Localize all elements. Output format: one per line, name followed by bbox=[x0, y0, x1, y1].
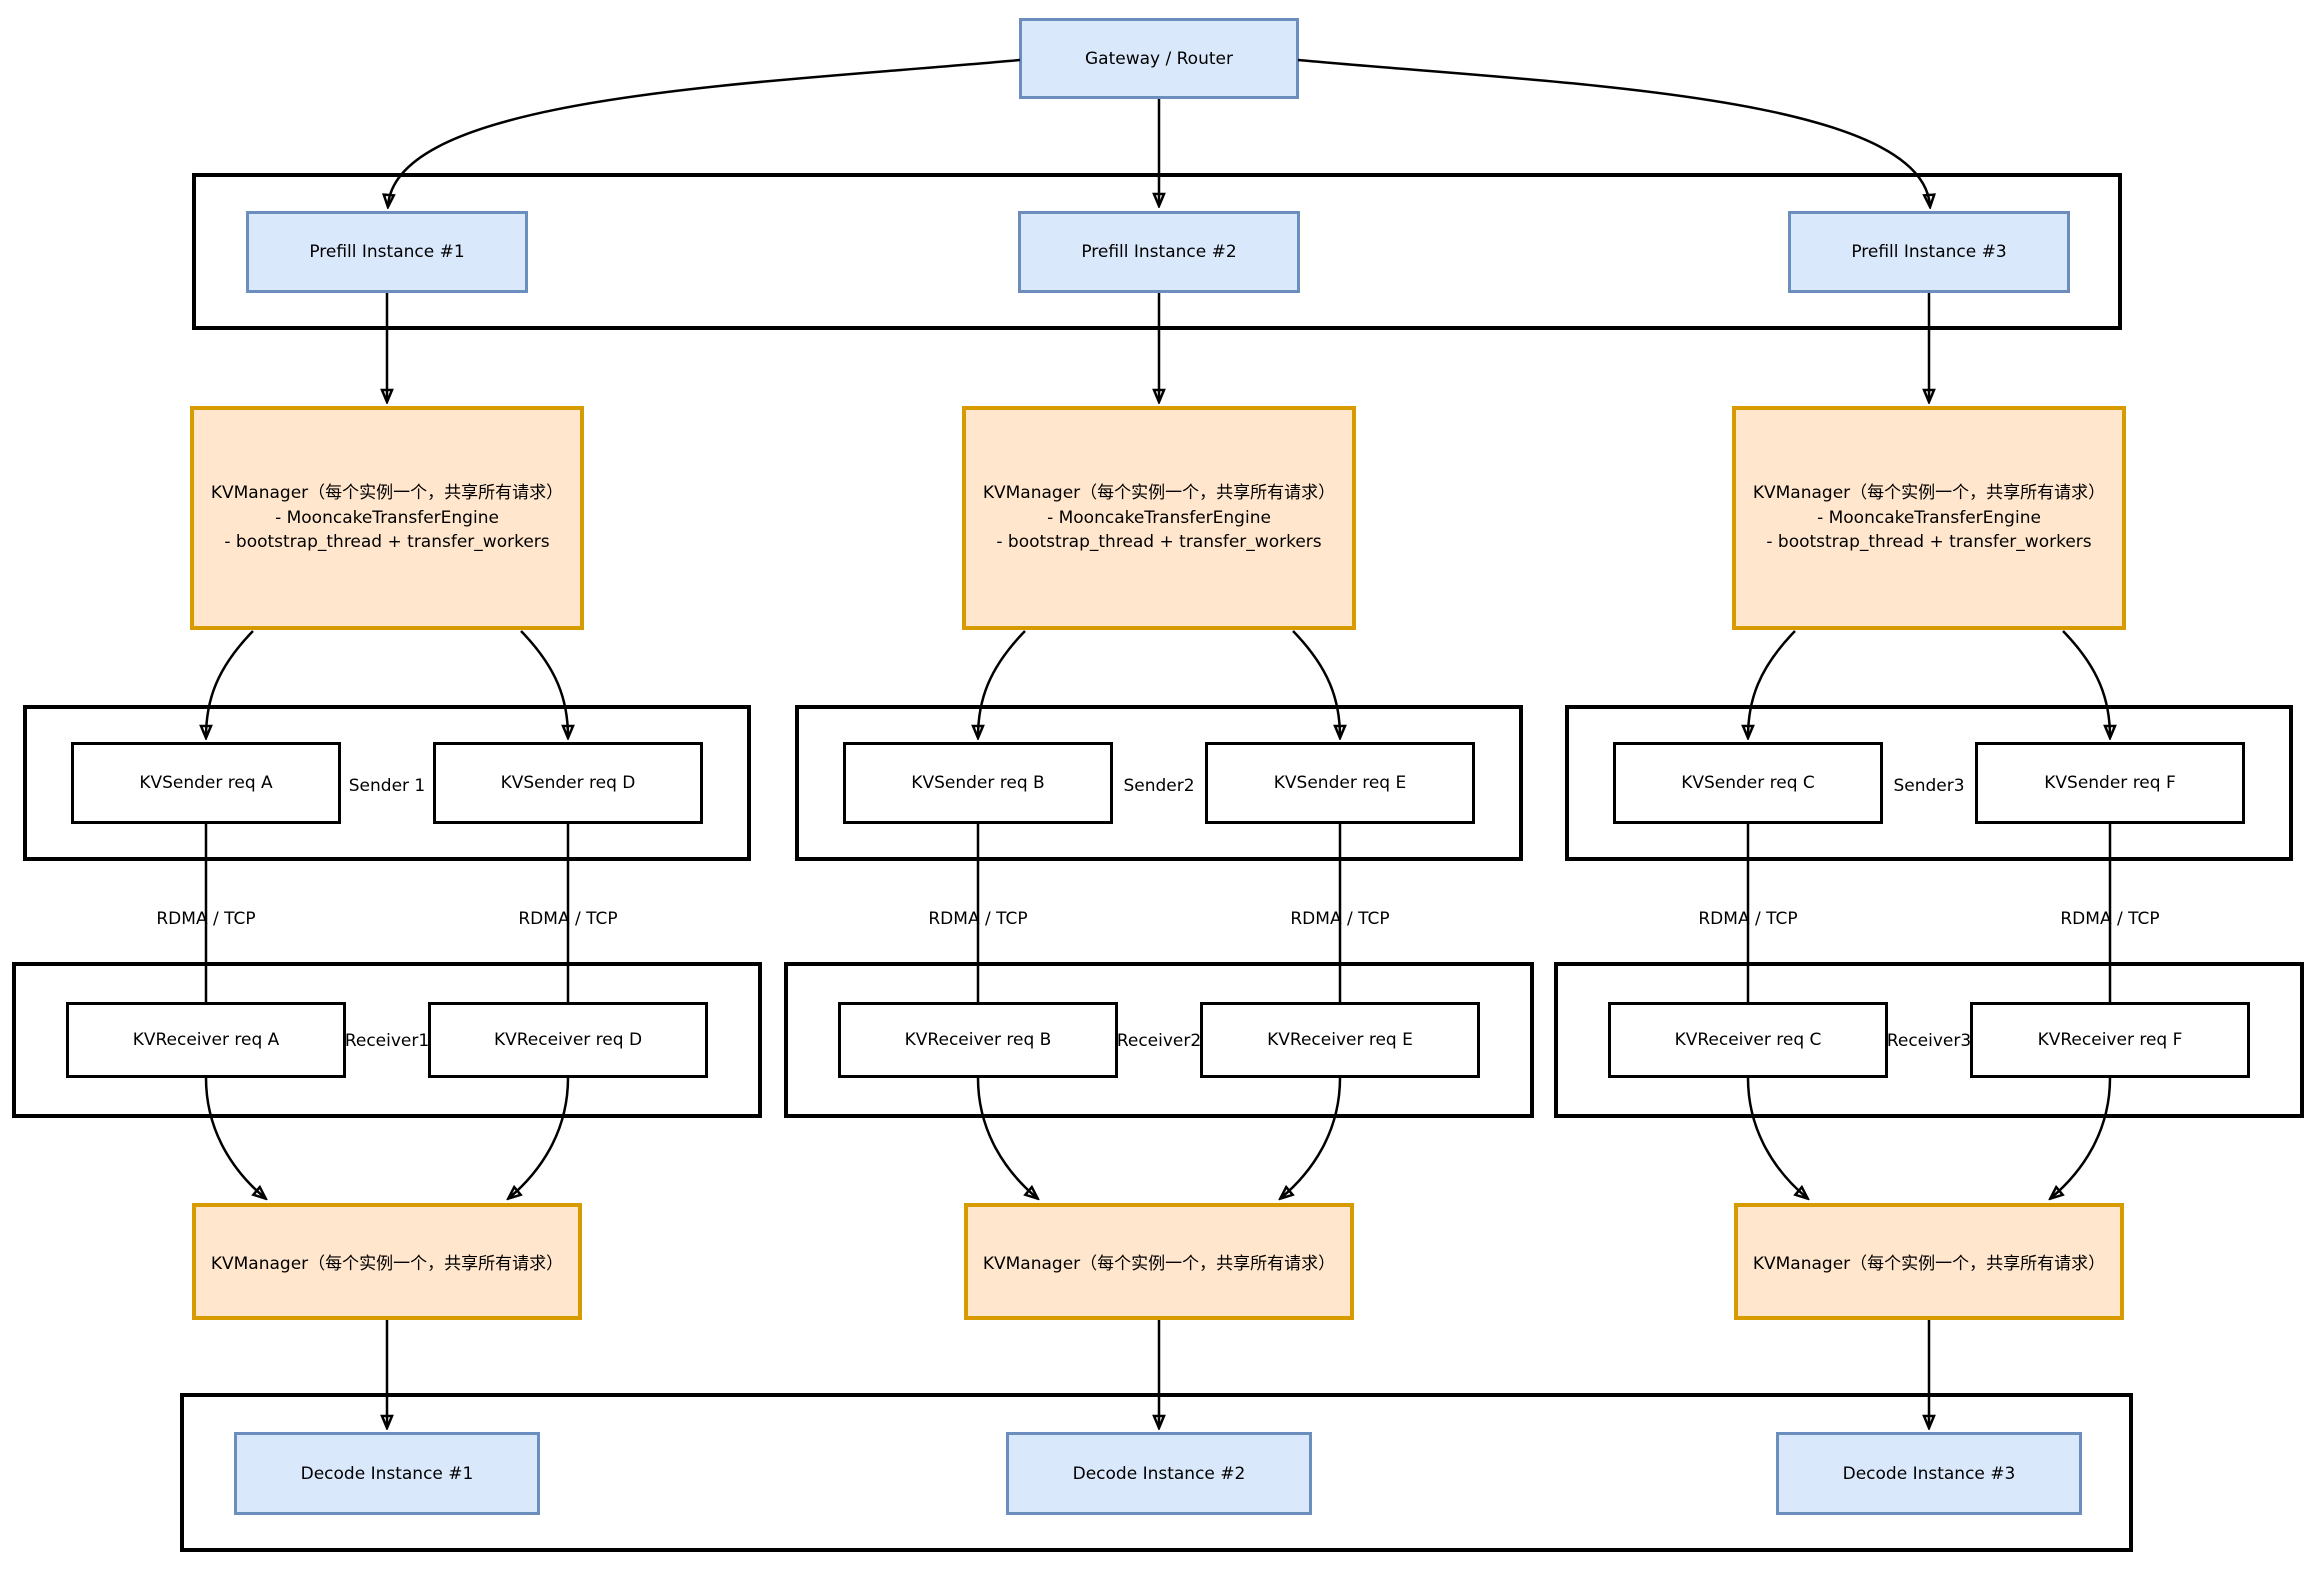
sender-group-label: Sender2 bbox=[1123, 776, 1195, 796]
kvreceiver-node: KVReceiver req A bbox=[66, 1002, 346, 1078]
gateway-router-label: Gateway / Router bbox=[1085, 48, 1233, 69]
sender-group-label: Sender3 bbox=[1893, 776, 1965, 796]
sender-group-label: Sender 1 bbox=[348, 776, 426, 796]
sender-group-frame bbox=[23, 705, 751, 861]
prefill-instance-label: Prefill Instance #2 bbox=[1081, 242, 1237, 262]
kvmanager-prefill-node: KVManager（每个实例一个，共享所有请求） - MooncakeTrans… bbox=[962, 406, 1356, 630]
kvsender-node: KVSender req E bbox=[1205, 742, 1475, 824]
kvsender-label: KVSender req C bbox=[1681, 773, 1815, 793]
kvreceiver-node: KVReceiver req C bbox=[1608, 1002, 1888, 1078]
kvsender-node: KVSender req C bbox=[1613, 742, 1883, 824]
kvmanager-line1: KVManager（每个实例一个，共享所有请求） bbox=[982, 483, 1336, 504]
kvmanager-prefill-node: KVManager（每个实例一个，共享所有请求） - MooncakeTrans… bbox=[190, 406, 584, 630]
receiver-group-frame bbox=[1554, 962, 2304, 1118]
kvmanager-line3: - bootstrap_thread + transfer_workers bbox=[1766, 532, 2092, 553]
gateway-router-node: Gateway / Router bbox=[1019, 18, 1299, 99]
kvsender-node: KVSender req D bbox=[433, 742, 703, 824]
kvsender-label: KVSender req A bbox=[139, 773, 273, 793]
kvmanager-line3: - bootstrap_thread + transfer_workers bbox=[224, 532, 550, 553]
kvmanager-decode-node: KVManager（每个实例一个，共享所有请求） bbox=[192, 1203, 582, 1320]
kvreceiver-node: KVReceiver req B bbox=[838, 1002, 1118, 1078]
sender-group-frame bbox=[1565, 705, 2293, 861]
kvmanager-decode-label: KVManager（每个实例一个，共享所有请求） bbox=[982, 1254, 1336, 1274]
prefill-instance-label: Prefill Instance #1 bbox=[309, 242, 465, 262]
kvmanager-line1: KVManager（每个实例一个，共享所有请求） bbox=[1752, 483, 2106, 504]
prefill-instances-group-frame bbox=[192, 173, 2122, 330]
kvsender-node: KVSender req A bbox=[71, 742, 341, 824]
decode-instance-label: Decode Instance #1 bbox=[300, 1463, 474, 1484]
rdma-tcp-link-label: RDMA / TCP bbox=[156, 909, 256, 929]
kvsender-label: KVSender req F bbox=[2044, 773, 2176, 793]
decode-instance-node: Decode Instance #2 bbox=[1006, 1432, 1312, 1515]
kvsender-label: KVSender req B bbox=[911, 773, 1045, 793]
kvmanager-decode-label: KVManager（每个实例一个，共享所有请求） bbox=[210, 1254, 564, 1274]
kvsender-node: KVSender req B bbox=[843, 742, 1113, 824]
kvreceiver-label: KVReceiver req F bbox=[2037, 1030, 2183, 1050]
prefill-instance-label: Prefill Instance #3 bbox=[1851, 242, 2007, 262]
kvreceiver-label: KVReceiver req C bbox=[1674, 1030, 1822, 1050]
kvreceiver-label: KVReceiver req A bbox=[132, 1030, 280, 1050]
kvsender-node: KVSender req F bbox=[1975, 742, 2245, 824]
kvmanager-prefill-node: KVManager（每个实例一个，共享所有请求） - MooncakeTrans… bbox=[1732, 406, 2126, 630]
kvreceiver-label: KVReceiver req D bbox=[493, 1030, 643, 1050]
sender-group-frame bbox=[795, 705, 1523, 861]
decode-instance-node: Decode Instance #1 bbox=[234, 1432, 540, 1515]
receiver-group-label: Receiver1 bbox=[344, 1031, 430, 1051]
receiver-group-label: Receiver2 bbox=[1116, 1031, 1202, 1051]
prefill-instance-node: Prefill Instance #2 bbox=[1018, 211, 1300, 293]
kvsender-label: KVSender req E bbox=[1273, 773, 1407, 793]
rdma-tcp-link-label: RDMA / TCP bbox=[2060, 909, 2160, 929]
prefill-instance-node: Prefill Instance #3 bbox=[1788, 211, 2070, 293]
kvmanager-decode-node: KVManager（每个实例一个，共享所有请求） bbox=[964, 1203, 1354, 1320]
kvreceiver-label: KVReceiver req E bbox=[1267, 1030, 1413, 1050]
kvmanager-decode-label: KVManager（每个实例一个，共享所有请求） bbox=[1752, 1254, 2106, 1274]
decode-instance-node: Decode Instance #3 bbox=[1776, 1432, 2082, 1515]
decode-instances-group-frame bbox=[180, 1393, 2133, 1552]
kvreceiver-label: KVReceiver req B bbox=[904, 1030, 1052, 1050]
rdma-tcp-link-label: RDMA / TCP bbox=[1290, 909, 1390, 929]
rdma-tcp-link-label: RDMA / TCP bbox=[518, 909, 618, 929]
kvreceiver-node: KVReceiver req D bbox=[428, 1002, 708, 1078]
receiver-group-frame bbox=[784, 962, 1534, 1118]
receiver-group-frame bbox=[12, 962, 762, 1118]
kvreceiver-node: KVReceiver req F bbox=[1970, 1002, 2250, 1078]
decode-instance-label: Decode Instance #2 bbox=[1072, 1463, 1246, 1484]
prefill-instance-node: Prefill Instance #1 bbox=[246, 211, 528, 293]
kvsender-label: KVSender req D bbox=[500, 773, 636, 793]
decode-instance-label: Decode Instance #3 bbox=[1842, 1463, 2016, 1484]
kvmanager-line2: - MooncakeTransferEngine bbox=[1047, 507, 1271, 528]
kvreceiver-node: KVReceiver req E bbox=[1200, 1002, 1480, 1078]
rdma-tcp-link-label: RDMA / TCP bbox=[928, 909, 1028, 929]
kvmanager-line2: - MooncakeTransferEngine bbox=[1817, 507, 2041, 528]
receiver-group-label: Receiver3 bbox=[1886, 1031, 1972, 1051]
kvmanager-line2: - MooncakeTransferEngine bbox=[275, 507, 499, 528]
rdma-tcp-link-label: RDMA / TCP bbox=[1698, 909, 1798, 929]
kvmanager-decode-node: KVManager（每个实例一个，共享所有请求） bbox=[1734, 1203, 2124, 1320]
kvmanager-line3: - bootstrap_thread + transfer_workers bbox=[996, 532, 1322, 553]
kvmanager-line1: KVManager（每个实例一个，共享所有请求） bbox=[210, 483, 564, 504]
